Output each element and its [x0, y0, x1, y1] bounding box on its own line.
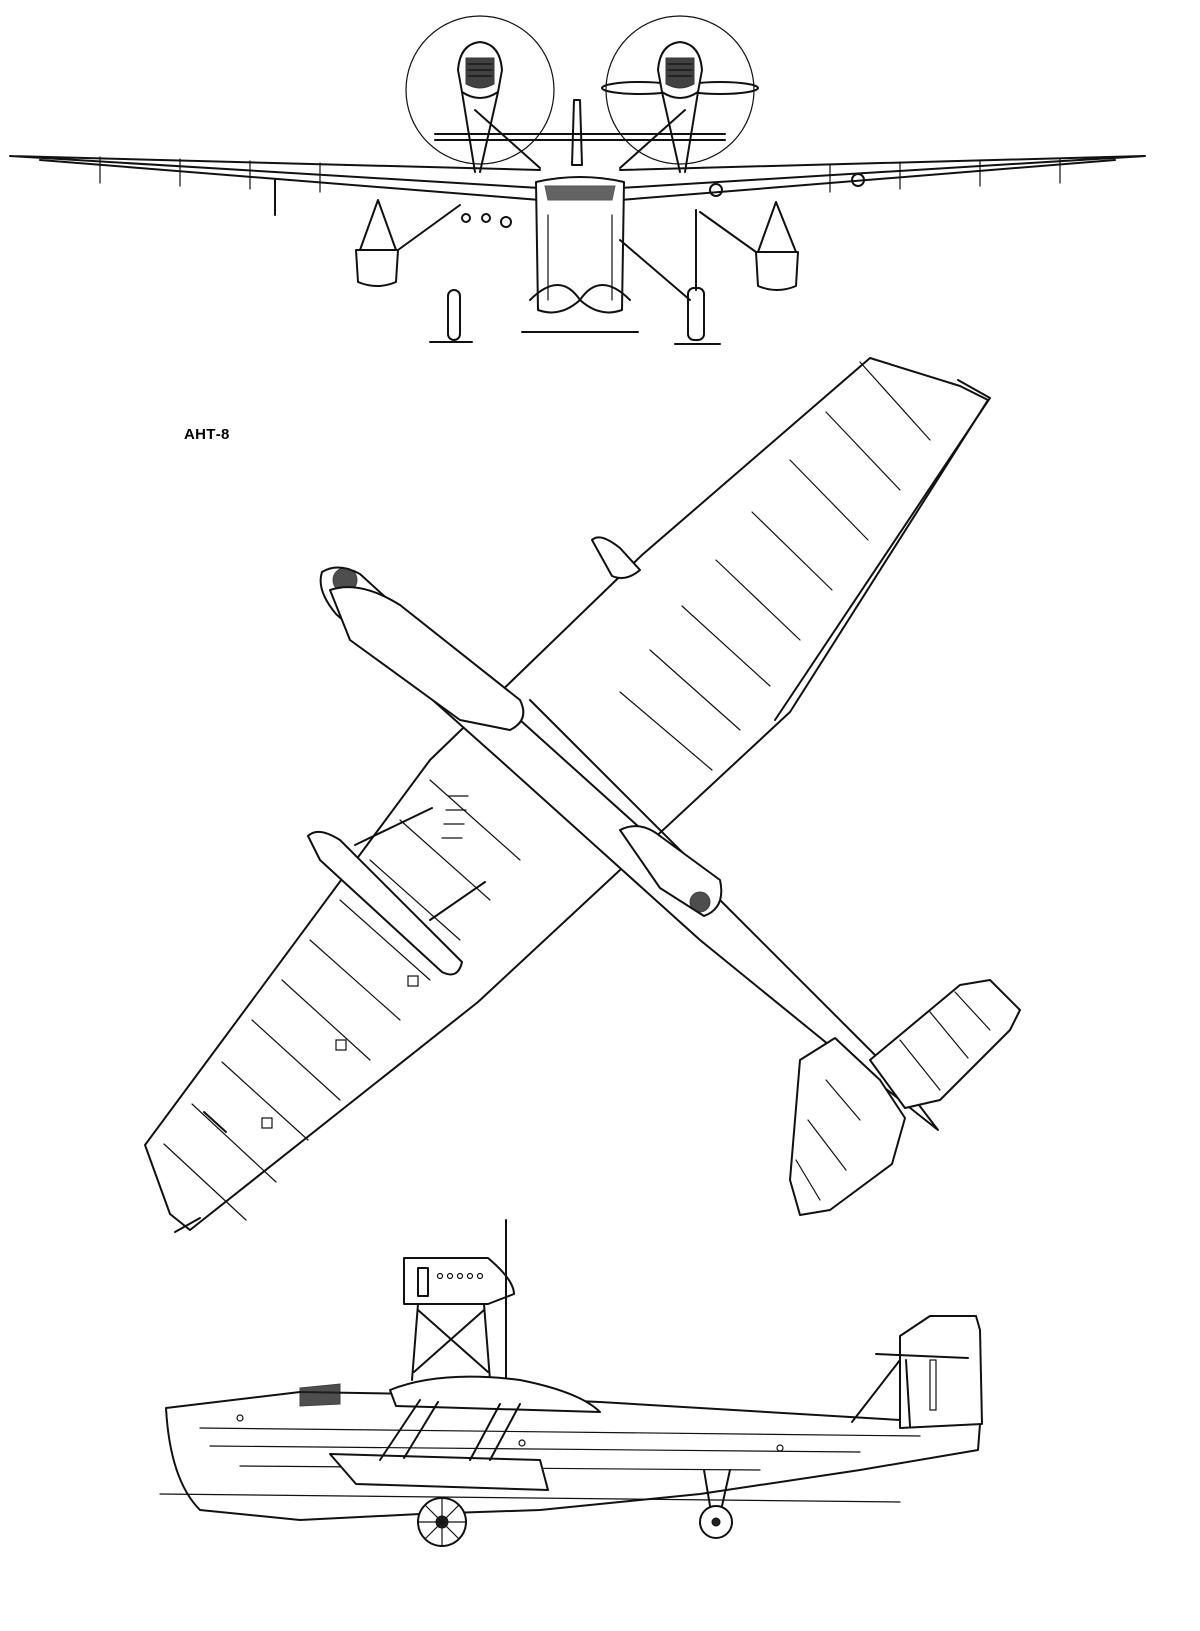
plan-tailplane: [789, 979, 1021, 1216]
front-wing-floats: [355, 199, 799, 291]
side-hull: [165, 1375, 981, 1521]
side-wing-float: [329, 1453, 549, 1491]
plan-upper-float: [591, 536, 641, 579]
side-view: [159, 1219, 983, 1547]
plan-view: [144, 357, 1021, 1233]
side-tail: [851, 1315, 983, 1429]
aircraft-designation-label: АНТ-8: [184, 426, 230, 443]
plan-lower-float: [307, 830, 463, 976]
plan-forward-nacelle: [329, 586, 525, 731]
left-propeller-disc: [405, 15, 555, 165]
front-landing-gear: [429, 209, 721, 345]
front-hull: [521, 176, 639, 333]
side-engine: [403, 1219, 515, 1385]
left-engine: [457, 41, 503, 99]
front-view: [9, 15, 1146, 345]
side-landing-gear: [417, 1469, 733, 1547]
right-engine: [657, 41, 703, 99]
front-wing: [9, 155, 1146, 216]
